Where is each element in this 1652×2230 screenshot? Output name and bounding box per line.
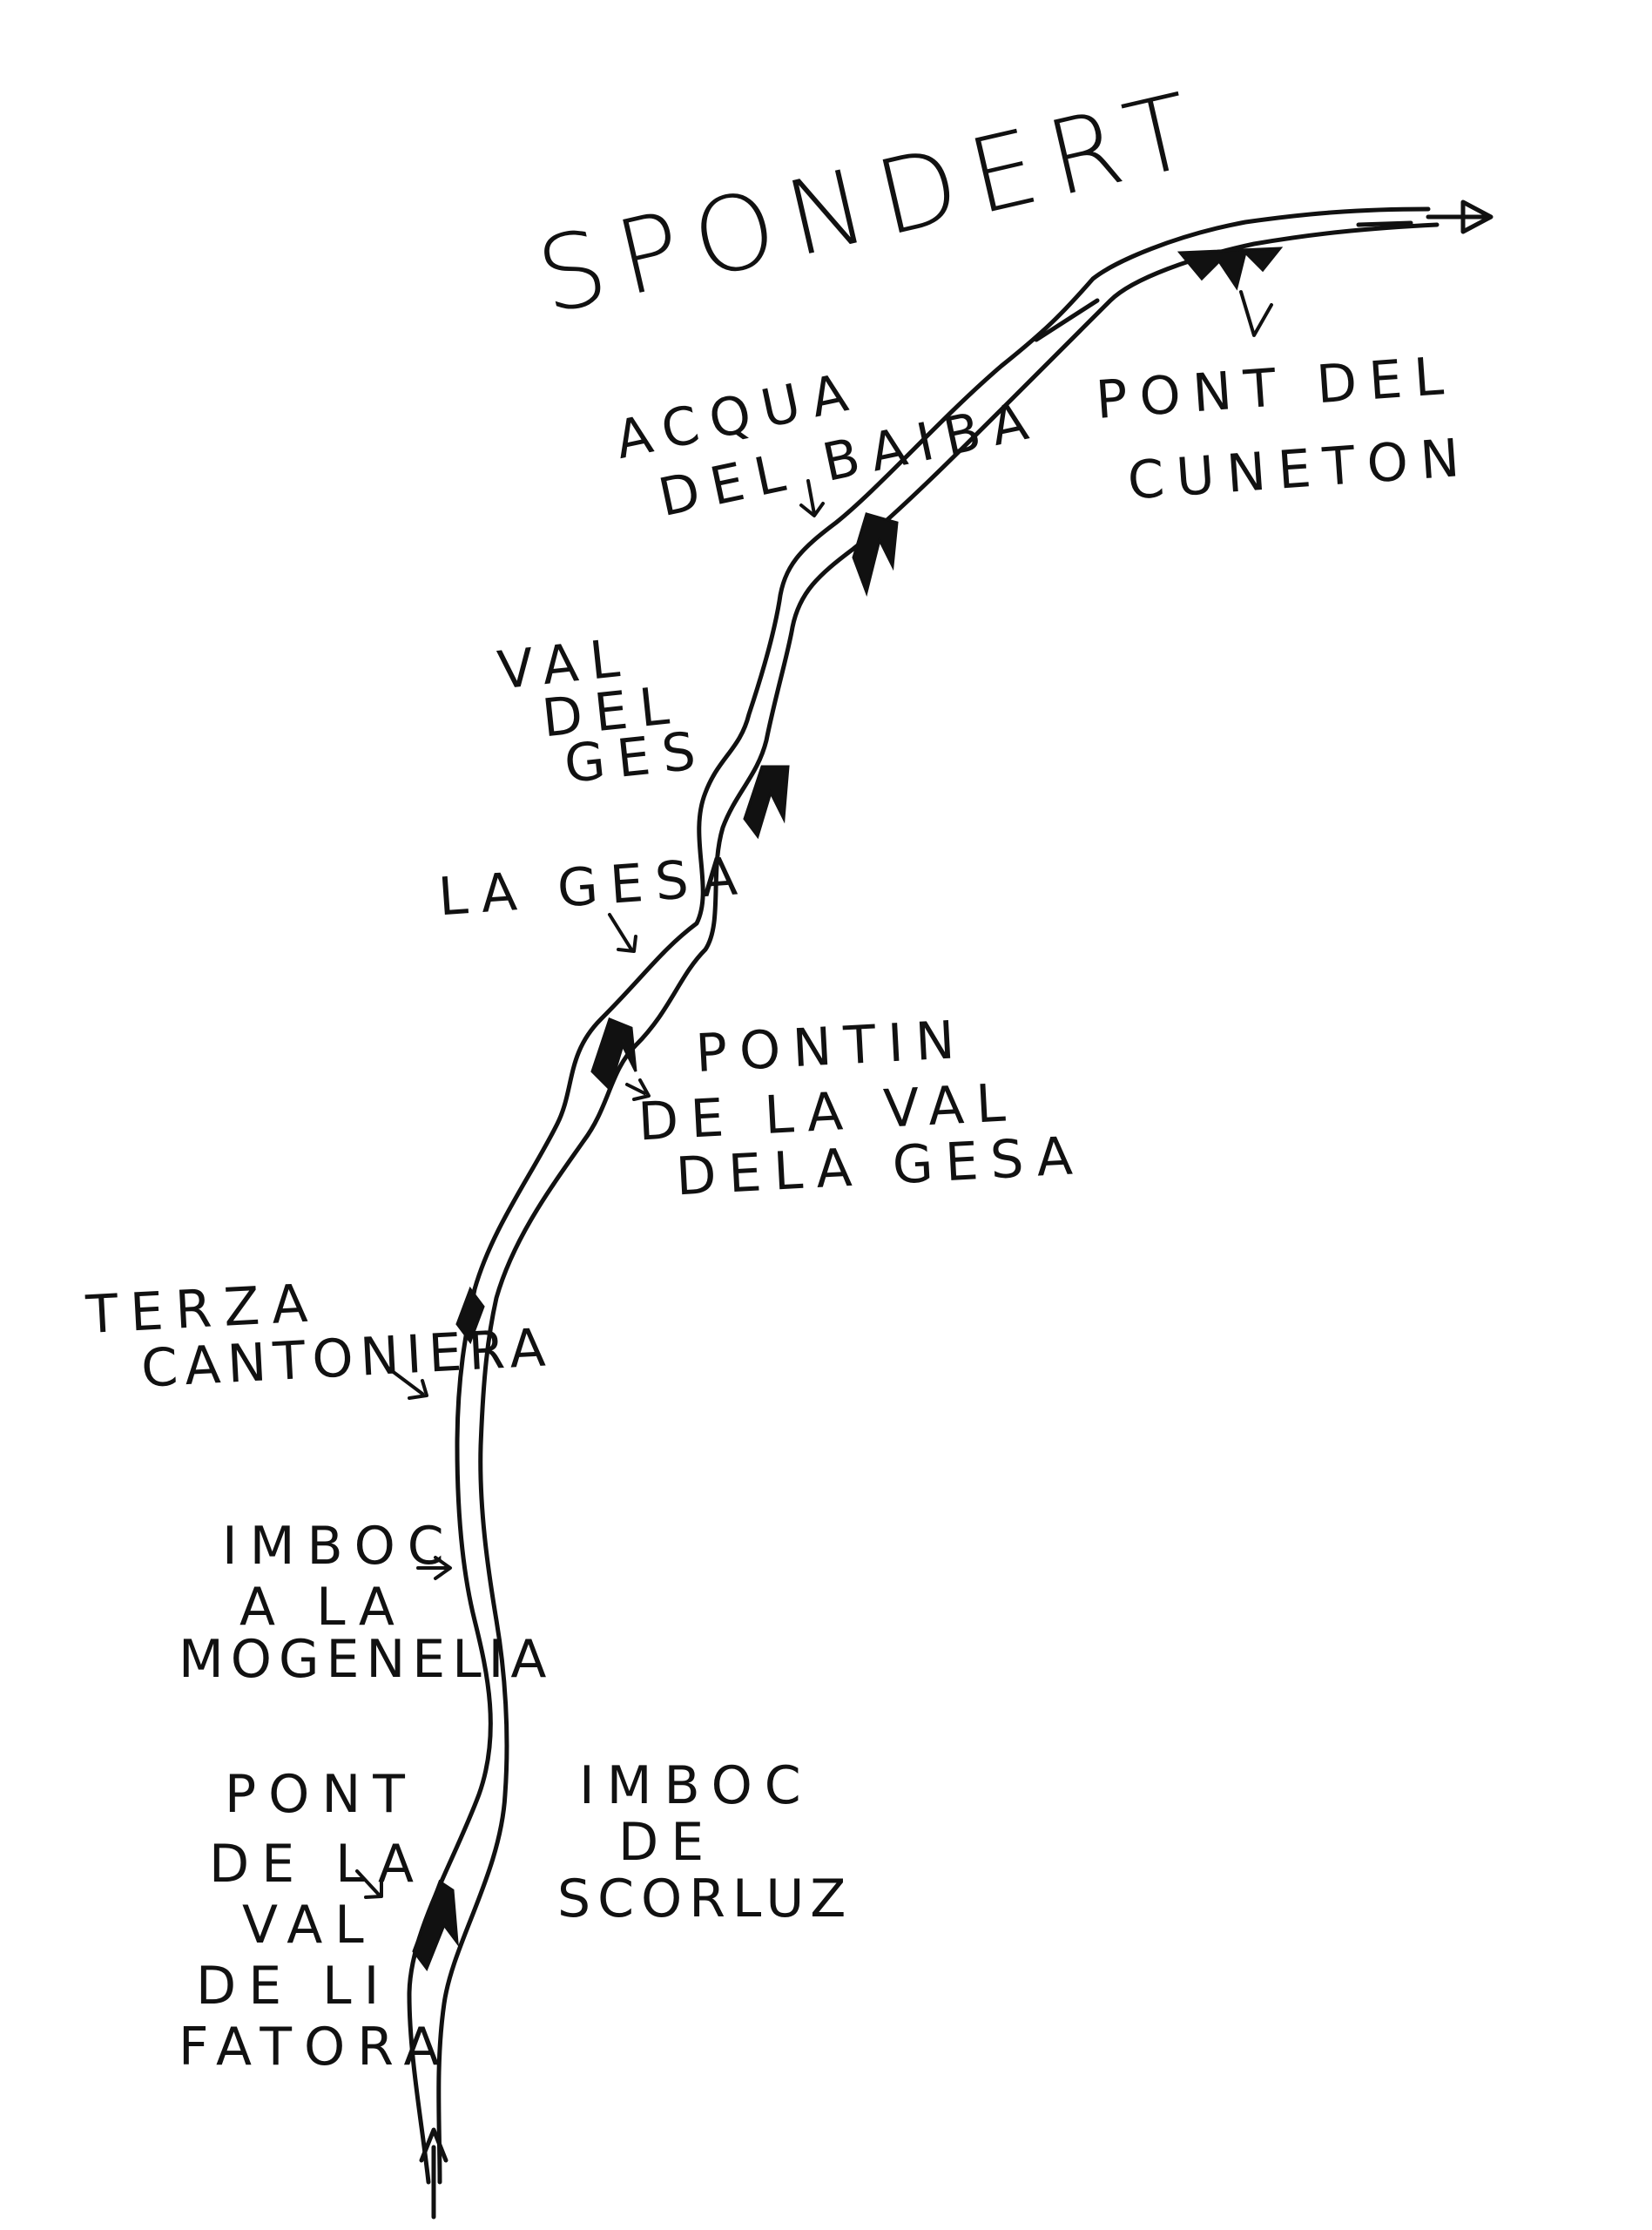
bridge-hatch-icon (852, 512, 899, 598)
label-line: FATORA (179, 2017, 452, 2078)
label-line: IMBOC (579, 1755, 813, 1816)
label-terza-cantoniera: TERZA CANTONIERA (84, 1273, 554, 1400)
label-line: PONT (225, 1764, 417, 1825)
label-line: MOGENELIA (179, 1629, 553, 1690)
pointer-arrow-icon (625, 1078, 651, 1101)
label-imboc-a-la-mogenelia: IMBOC A LA MOGENELIA (179, 1516, 553, 1690)
label-line: A LA (239, 1577, 407, 1638)
label-line: DE (618, 1812, 716, 1873)
label-line: DE LA (209, 1834, 426, 1895)
label-line: CUNETON (1126, 427, 1473, 511)
road-right-edge (436, 222, 1440, 2185)
bridge-hatch-icon (590, 1017, 637, 1091)
label-line: TERZA (84, 1273, 321, 1346)
end-arrow-icon (1426, 199, 1494, 234)
start-arrow-icon (419, 2127, 448, 2220)
label-line: GES (562, 720, 711, 795)
label-line: DE LI (196, 1956, 391, 2017)
pointer-arrow-icon (608, 913, 637, 953)
label-line: VAL (242, 1895, 376, 1956)
label-pontin-de-la-val-dela-gesa: PONTIN DE LA VAL DELA GESA (637, 1010, 1086, 1208)
road-left-edge (407, 206, 1431, 2185)
road (407, 206, 1440, 2185)
road-inner-dash (1034, 220, 1413, 342)
label-line: VAL (495, 627, 634, 702)
label-imboc-de-scorluz: IMBOC DE SCORLUZ (557, 1755, 853, 1929)
label-val-del-ges: VAL DEL GES (495, 627, 711, 795)
pointer-arrow-icon (386, 1366, 428, 1400)
label-la-gesa: LA GESA (436, 846, 752, 929)
label-line: PONTIN (694, 1010, 968, 1085)
label-line: IMBOC (222, 1516, 456, 1577)
pointer-arrow-icon (355, 1869, 383, 1899)
label-line: SCORLUZ (557, 1868, 853, 1929)
pointer-arrow-icon (416, 1556, 452, 1580)
label-line: PONT DEL (1094, 345, 1457, 431)
label-line: DEL (539, 674, 684, 749)
bridge-hatch-icon (455, 1286, 485, 1345)
label-acqua-del-baiba: ACQUA DEL BAIBA (610, 361, 1045, 530)
bridge-hatch-icon (743, 765, 790, 840)
bridge-hatch-icon (1177, 247, 1284, 337)
bridge-hatch-icon (412, 1879, 459, 1972)
label-pont-de-la-val-de-li-fatora: PONT DE LA VAL DE LI FATORA (179, 1764, 452, 2078)
label-pont-del-cuneton: PONT DEL CUNETON (1094, 345, 1473, 511)
pointer-arrow-icon (799, 479, 825, 517)
label-line: LA GESA (436, 846, 752, 929)
